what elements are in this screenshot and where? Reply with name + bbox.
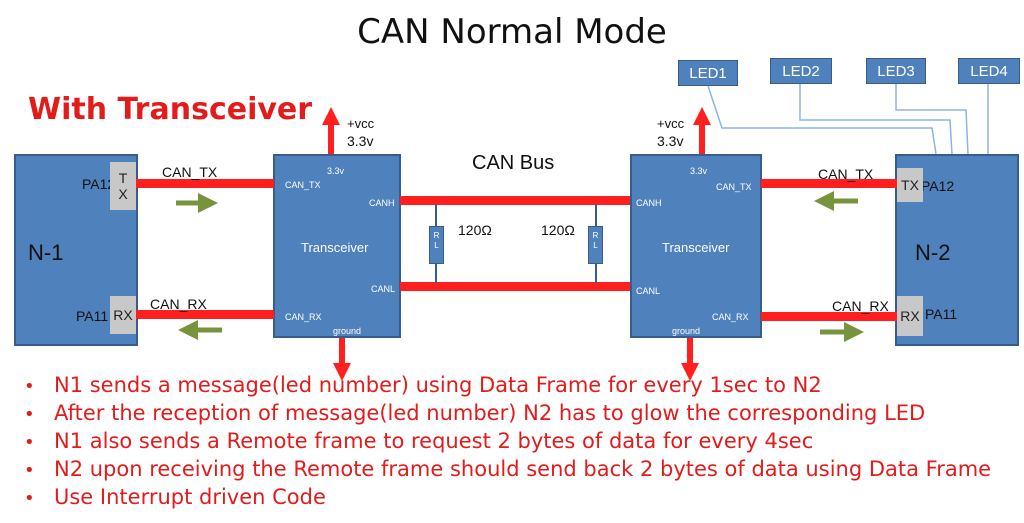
transceiver-right-can-rx: CAN_RX: [712, 312, 749, 322]
wire-left-tx-label: CAN_TX: [162, 164, 218, 180]
list-item: •N2 upon receiving the Remote frame shou…: [24, 457, 992, 481]
list-item: •Use Interrupt driven Code: [24, 485, 326, 509]
wire-left-rx: [136, 310, 274, 319]
transceiver-right-vcc: +vcc: [657, 116, 685, 131]
transceiver-left-canh: CANH: [369, 198, 395, 208]
node-n2-tx-pin: TX: [897, 168, 923, 202]
transceiver-right: 3.3v CAN_TX CANH Transceiver CANL CAN_RX…: [630, 154, 762, 338]
led2-wire: [799, 84, 953, 155]
wire-right-tx: [761, 179, 897, 188]
node-n1-tx-pin-label: T X: [118, 170, 128, 202]
transceiver-right-label: Transceiver: [662, 240, 730, 255]
transceiver-left-can-tx: CAN_TX: [285, 180, 321, 190]
resistor-right-label: R L: [592, 231, 599, 250]
wire-right-rx-label: CAN_RX: [832, 298, 889, 314]
transceiver-left-ground: ground: [333, 326, 362, 336]
led4-label: LED4: [970, 62, 1008, 80]
node-n2-pa12-label: PA12: [921, 178, 955, 194]
node-n2-label: N-2: [915, 240, 951, 265]
transceiver-left-can-rx: CAN_RX: [285, 312, 322, 322]
wire-left-rx-label: CAN_RX: [150, 296, 207, 312]
resistor-right: R L: [588, 226, 603, 264]
transceiver-right-can-tx: CAN_TX: [716, 182, 752, 192]
node-n1-rx-pin: RX: [110, 296, 136, 334]
node-n2-pa11-label: PA11: [925, 306, 958, 322]
transceiver-right-canh: CANH: [636, 198, 662, 208]
bullet-text: After the reception of message(led numbe…: [54, 401, 926, 425]
diagram-subtitle: With Transceiver: [28, 92, 313, 127]
transceiver-right-ground: ground: [672, 326, 701, 336]
wire-canl: [400, 282, 630, 291]
led4-box: LED4: [958, 58, 1020, 84]
wire-right-tx-label: CAN_TX: [818, 166, 874, 182]
bullet-text: N1 sends a message(led number) using Dat…: [54, 373, 822, 397]
node-n1-pa11-label: PA11: [76, 308, 109, 324]
list-item: •N1 sends a message(led number) using Da…: [24, 373, 822, 397]
node-n1-label: N-1: [28, 240, 64, 265]
node-n2-tx-pin-label: TX: [901, 177, 919, 193]
node-n1-tx-pin: T X: [110, 162, 136, 210]
transceiver-left-3v3: 3.3v: [327, 166, 345, 176]
transceiver-right-voltage: 3.3v: [657, 133, 684, 149]
bullet-text: N1 also sends a Remote frame to request …: [54, 429, 814, 453]
led1-label: LED1: [689, 64, 727, 82]
resistor-right-value: 120Ω: [541, 222, 575, 238]
can-bus-label: CAN Bus: [472, 152, 555, 174]
list-item: •N1 also sends a Remote frame to request…: [24, 429, 814, 453]
transceiver-left-canl: CANL: [371, 284, 396, 294]
transceiver-left: 3.3v CAN_TX CANH Transceiver CANL CAN_RX…: [273, 154, 401, 338]
transceiver-left-label: Transceiver: [301, 240, 369, 255]
transceiver-right-canl: CANL: [636, 286, 661, 296]
bullet-text: Use Interrupt driven Code: [54, 485, 326, 509]
resistor-left-label: R L: [433, 231, 440, 250]
diagram-title: CAN Normal Mode: [357, 12, 667, 52]
transceiver-right-3v3: 3.3v: [690, 166, 708, 176]
led2-box: LED2: [770, 58, 832, 84]
led1-wire: [707, 85, 937, 155]
led2-label: LED2: [782, 62, 820, 80]
led3-box: LED3: [866, 58, 926, 84]
led1-box: LED1: [678, 60, 738, 86]
node-n1-pa12-label: PA12: [82, 176, 116, 192]
node-n2-rx-pin: RX: [897, 296, 923, 336]
wire-left-tx: [136, 179, 274, 188]
transceiver-left-voltage: 3.3v: [347, 133, 374, 149]
wire-canh: [400, 196, 630, 205]
resistor-left: R L: [429, 226, 444, 264]
resistor-left-value: 120Ω: [458, 222, 492, 238]
node-n1-rx-pin-label: RX: [113, 307, 133, 323]
wire-right-rx: [761, 312, 897, 321]
list-item: •After the reception of message(led numb…: [24, 401, 926, 425]
transceiver-left-vcc: +vcc: [347, 116, 375, 131]
requirements-list: •N1 sends a message(led number) using Da…: [24, 372, 991, 512]
led3-wire: [895, 84, 969, 155]
led3-label: LED3: [877, 62, 915, 80]
bullet-text: N2 upon receiving the Remote frame shoul…: [54, 457, 992, 481]
node-n2-rx-pin-label: RX: [900, 308, 920, 324]
